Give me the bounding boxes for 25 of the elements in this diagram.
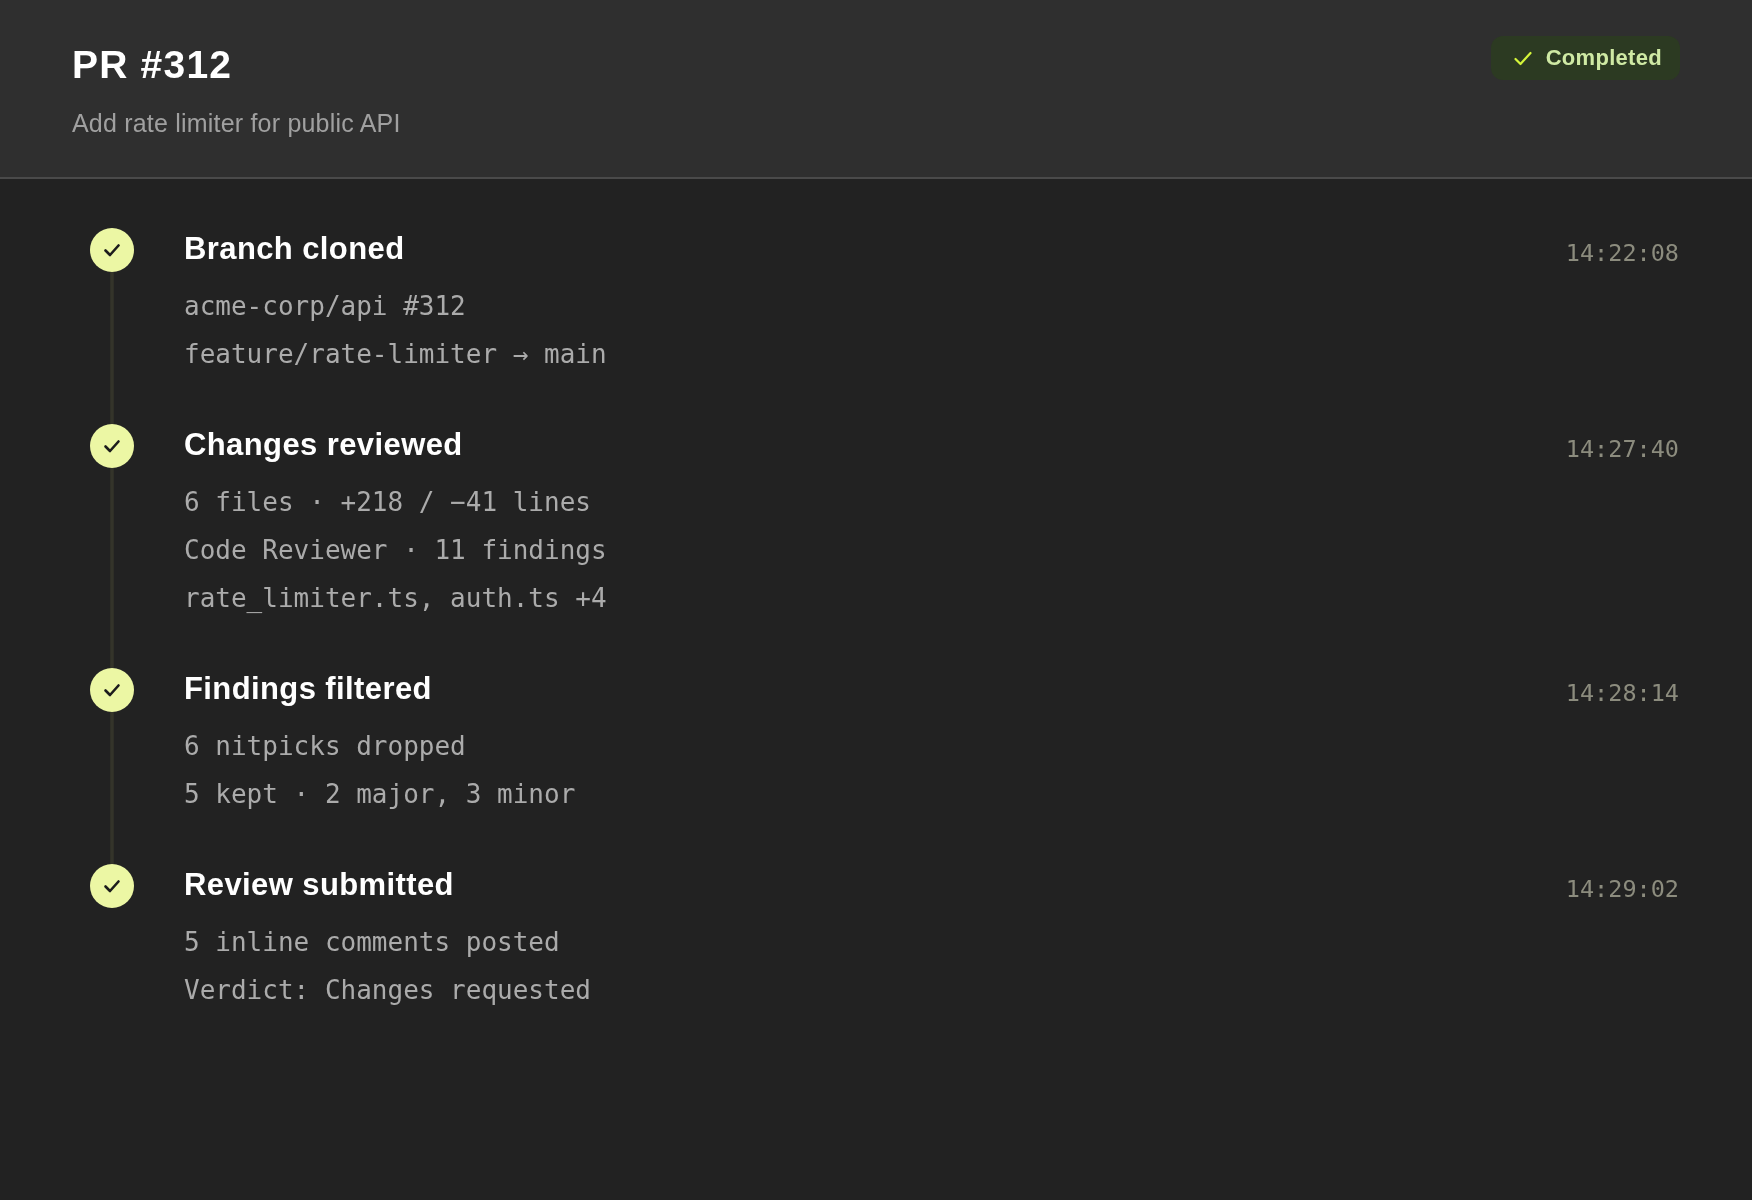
- timestamp: 14:27:40: [1565, 435, 1679, 463]
- pr-description: Add rate limiter for public API: [72, 108, 401, 138]
- step-title: Findings filtered: [184, 671, 432, 707]
- step-detail: rate_limiter.ts, auth.ts +4: [184, 582, 607, 614]
- check-circle-icon: [90, 228, 134, 272]
- check-circle-icon: [90, 864, 134, 908]
- step-detail: 5 inline comments posted: [184, 926, 560, 958]
- step-detail: feature/rate-limiter → main: [184, 338, 607, 370]
- pr-title: PR #312: [72, 44, 233, 86]
- step-title: Review submitted: [184, 867, 454, 903]
- check-circle-icon: [90, 668, 134, 712]
- status-label: Completed: [1545, 45, 1662, 71]
- step-title: Changes reviewed: [184, 427, 463, 463]
- step-detail: Code Reviewer · 11 findings: [184, 534, 607, 566]
- step-detail: 6 files · +218 / −41 lines: [184, 486, 591, 518]
- step-detail: Verdict: Changes requested: [184, 974, 591, 1006]
- step-detail: 6 nitpicks dropped: [184, 730, 466, 762]
- step-title: Branch cloned: [184, 231, 405, 267]
- step-detail: acme-corp/api #312: [184, 290, 466, 322]
- check-circle-icon: [90, 424, 134, 468]
- step-detail: 5 kept · 2 major, 3 minor: [184, 778, 576, 810]
- timestamp: 14:22:08: [1565, 239, 1679, 267]
- timestamp: 14:28:14: [1565, 679, 1679, 707]
- timestamp: 14:29:02: [1565, 875, 1679, 903]
- status-badge: [1490, 36, 1680, 80]
